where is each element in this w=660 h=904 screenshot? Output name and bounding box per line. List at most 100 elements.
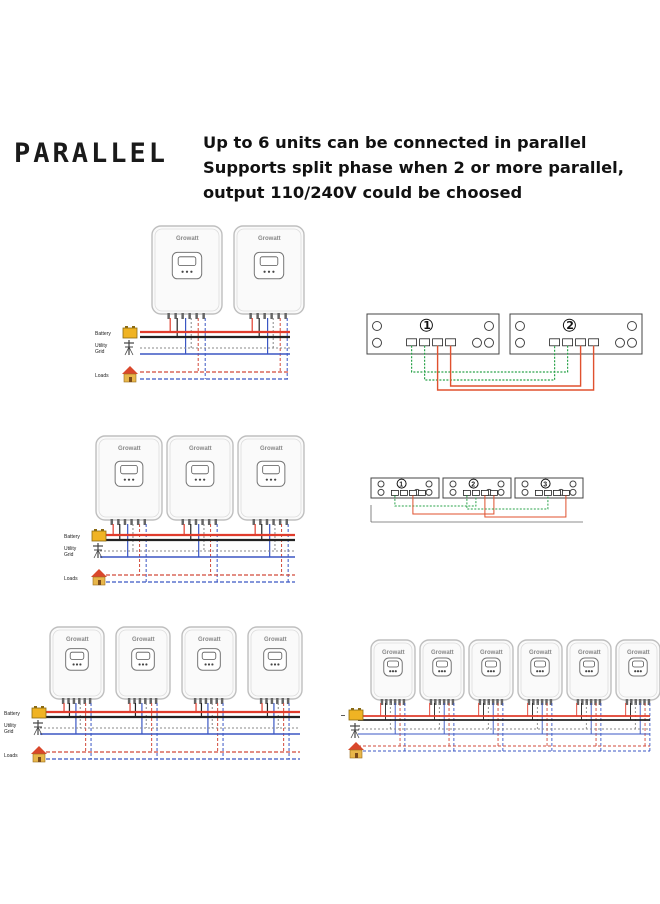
comm-link-green <box>394 495 477 507</box>
inverter-button-icon <box>190 270 193 273</box>
inverter-terminal <box>110 519 114 525</box>
comm-link-red <box>449 345 582 387</box>
inverter-button-icon <box>639 670 642 673</box>
comm-port <box>462 489 471 496</box>
inverter-screen <box>632 660 644 668</box>
inverter-unit: Growatt <box>566 639 612 705</box>
unit-number-circle <box>468 478 479 489</box>
inverter-button-icon <box>636 670 640 673</box>
inverter-button-icon <box>492 670 495 673</box>
inverter-terminal <box>589 699 593 705</box>
battery-terminal <box>34 706 37 708</box>
inverter-terminal <box>276 698 279 704</box>
inverter-button-icon <box>185 270 189 273</box>
mount-hole-icon <box>515 337 525 348</box>
inverter-terminal <box>630 699 633 705</box>
inverter-inner-edge <box>520 642 560 698</box>
inverter-screen <box>583 660 595 668</box>
inverter-terminal <box>540 699 544 705</box>
inverter-button-icon <box>590 670 593 673</box>
inverter-button-icon <box>198 478 202 481</box>
inverter-terminal <box>576 699 580 705</box>
inverter-terminal <box>263 313 266 319</box>
unit-number-text: 1 <box>399 482 403 489</box>
inverter-terminal <box>127 698 131 704</box>
pole-brace <box>128 346 134 356</box>
mount-hole-icon <box>377 488 385 496</box>
mount-hole-icon <box>425 488 433 496</box>
pole-brace <box>97 549 103 559</box>
mount-hole-icon <box>377 480 385 488</box>
comm-port <box>562 489 570 496</box>
inverter-inner-edge <box>118 629 168 697</box>
inverter-button-icon <box>585 670 588 673</box>
inverter-terminal <box>61 698 65 704</box>
unit-number-text: 3 <box>543 482 547 489</box>
house-roof <box>31 746 47 754</box>
mount-hole-icon <box>521 480 529 488</box>
inverter-terminal <box>195 313 198 319</box>
inverter-terminal <box>117 519 120 525</box>
inverter-button-icon <box>207 663 211 666</box>
inverter-inner-edge <box>569 642 609 698</box>
inverter-unit: Growatt <box>181 626 237 704</box>
battery-terminal <box>358 708 361 710</box>
pole-brace <box>33 726 39 736</box>
inverter-terminal <box>181 519 185 525</box>
inverter-terminal <box>199 698 202 704</box>
inverter-button-icon <box>391 670 395 673</box>
inverter-button-icon <box>541 670 544 673</box>
inverter-button-icon <box>181 270 184 273</box>
mount-hole-icon <box>449 480 457 488</box>
inverter-button-icon <box>79 663 82 666</box>
inverter-inner-edge <box>618 642 658 698</box>
loads-label: Loads <box>95 373 109 379</box>
inverter-unit: Growatt <box>468 639 514 705</box>
inverter-screen <box>534 660 546 668</box>
inverter-unit: Growatt <box>49 626 105 704</box>
comm-port <box>553 489 561 496</box>
comm-port <box>588 338 599 347</box>
unit-number-circle <box>562 318 576 332</box>
pole-brace <box>93 549 99 559</box>
inverter-terminal <box>259 698 263 704</box>
battery-label-mark <box>341 715 345 716</box>
inverter-terminal <box>285 519 289 525</box>
house-icon <box>348 742 364 759</box>
utility-grid-label: Grid <box>95 349 105 355</box>
inverter-screen <box>259 256 279 266</box>
inverter-screen <box>177 256 197 266</box>
utility-pole-icon <box>93 543 103 559</box>
inverter-terminal <box>398 699 401 705</box>
inverter-brand-text: Growatt <box>578 650 601 656</box>
inverter-terminal <box>478 699 482 705</box>
house-door <box>98 580 101 585</box>
comm-port <box>544 489 552 496</box>
inverter-terminal <box>277 313 280 319</box>
battery-body <box>348 709 364 721</box>
mount-hole-icon <box>372 321 382 331</box>
inverter-terminal <box>188 313 191 319</box>
comm-panel: 2 <box>509 313 643 355</box>
loads-label: Loads <box>64 576 78 582</box>
mount-hole-icon <box>569 488 577 496</box>
battery-body <box>122 327 138 339</box>
inverter-terminal <box>451 699 455 705</box>
inverter-terminal <box>536 699 539 705</box>
battery-body <box>91 530 107 542</box>
inverter-button-icon <box>269 478 273 481</box>
inverter-terminal <box>270 313 273 319</box>
inverter-button-icon <box>267 270 271 273</box>
inverter-button-icon <box>587 670 591 673</box>
inverter-brand-text: Growatt <box>132 637 155 643</box>
comm-panel: 2 <box>442 477 512 499</box>
inverter-unit: Growatt <box>151 225 223 319</box>
inverter-terminal <box>210 698 213 704</box>
comm-port <box>408 489 417 496</box>
comm-link-green <box>466 495 549 510</box>
inverter-unit: Growatt <box>615 639 660 705</box>
inverter-inner-edge <box>373 642 413 698</box>
inverter-terminal <box>215 698 218 704</box>
header: PARALLEL Up to 6 units can be connected … <box>0 130 660 210</box>
mount-hole-icon <box>497 480 505 488</box>
